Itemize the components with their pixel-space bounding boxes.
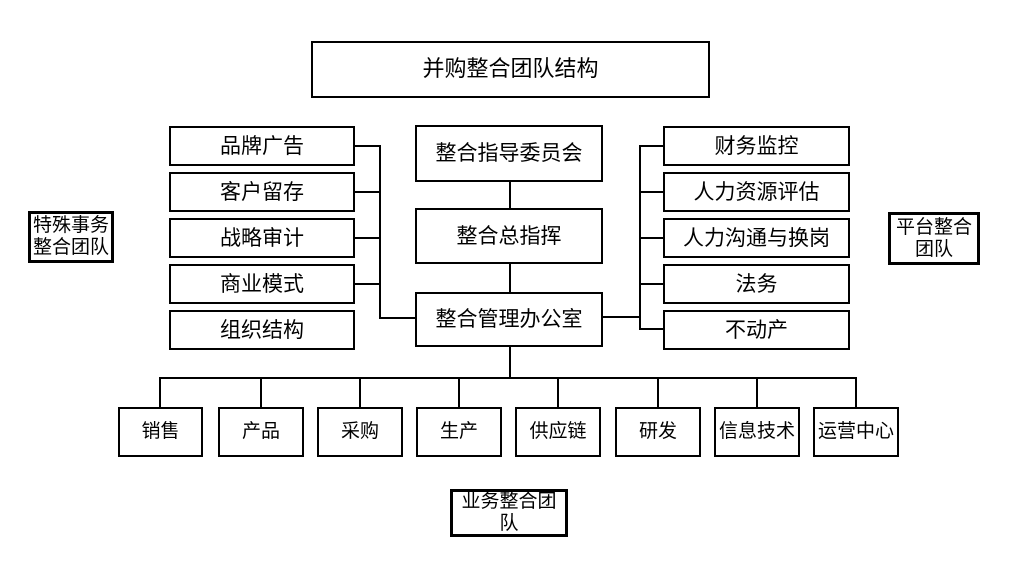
chief-commander-label: 整合总指挥 [456,223,562,248]
connector-stub-finance-monitoring [641,145,663,147]
platform-team-label: 平台整合 团队 [888,212,980,265]
connector-right-spine [639,145,641,330]
rnd-node: 研发 [615,407,701,457]
chart-title: 并购整合团队结构 [422,56,599,82]
org-structure-label: 组织结构 [220,317,304,342]
customer-retention-label: 客户留存 [220,179,304,204]
brand-ads-label: 品牌广告 [220,133,304,158]
connector-stub-hr-evaluation [641,191,663,193]
connector-commander-office [509,264,511,292]
it-node: 信息技术 [714,407,800,457]
business-team-label: 业务整合团队 [450,489,568,537]
connector-bottom-bus [159,377,857,379]
connector-stub-strategy-audit [355,237,380,239]
real-estate-label: 不动产 [725,317,788,342]
business-model-label: 商业模式 [220,271,304,296]
customer-retention-node: 客户留存 [169,172,355,212]
production-node: 生产 [416,407,502,457]
platform-team-line1: 平台整合 [895,215,972,238]
legal-node: 法务 [663,264,850,304]
strategy-audit-label: 战略审计 [220,225,304,250]
procurement-node: 采购 [317,407,403,457]
connector-drop-product [260,379,262,407]
connector-office-bus [509,347,511,378]
operations-center-label: 运营中心 [817,420,894,443]
connector-drop-sales [159,379,161,407]
org-structure-node: 组织结构 [169,310,355,350]
connector-stub-brand-ads [355,145,380,147]
sales-node: 销售 [118,407,203,457]
connector-drop-rnd [657,379,659,407]
integration-office-label: 整合管理办公室 [435,307,583,332]
connector-office-right-spine [603,316,640,318]
connector-stub-legal [641,283,663,285]
business-model-node: 商业模式 [169,264,355,304]
legal-label: 法务 [735,271,778,296]
connector-drop-procurement [359,379,361,407]
connector-stub-hr-communication [641,237,663,239]
supply-chain-node: 供应链 [515,407,601,457]
supply-chain-label: 供应链 [529,420,587,443]
real-estate-node: 不动产 [663,310,850,350]
connector-drop-it [756,379,758,407]
integration-office-node: 整合管理办公室 [415,292,603,347]
sales-label: 销售 [141,420,180,443]
connector-drop-production [458,379,460,407]
hr-communication-label: 人力沟通与换岗 [683,225,830,250]
connector-stub-real-estate [641,328,663,330]
finance-monitoring-label: 财务监控 [714,133,799,158]
it-label: 信息技术 [718,420,795,443]
chart-title-box: 并购整合团队结构 [311,41,710,98]
brand-ads-node: 品牌广告 [169,126,355,166]
hr-communication-node: 人力沟通与换岗 [663,218,850,258]
strategy-audit-node: 战略审计 [169,218,355,258]
steering-committee-node: 整合指导委员会 [415,125,603,182]
connector-stub-customer-retention [355,191,380,193]
hr-evaluation-label: 人力资源评估 [693,179,820,204]
production-label: 生产 [439,420,478,443]
special-affairs-team-line1: 特殊事务 [32,214,109,237]
business-team-text: 业务整合团队 [461,490,557,534]
special-affairs-team-line2: 整合团队 [32,236,109,258]
special-affairs-team-label: 特殊事务 整合团队 [28,211,114,263]
connector-steering-commander [509,182,511,208]
product-label: 产品 [241,420,280,443]
connector-drop-supply-chain [557,379,559,407]
platform-team-line2: 团队 [914,237,953,260]
product-node: 产品 [218,407,304,457]
connector-left-spine [379,145,381,319]
chief-commander-node: 整合总指挥 [415,208,603,264]
procurement-label: 采购 [340,420,379,443]
finance-monitoring-node: 财务监控 [663,126,850,166]
connector-drop-operations [855,379,857,407]
connector-left-spine-office [379,317,417,319]
operations-center-node: 运营中心 [813,407,899,457]
connector-stub-business-model [355,283,380,285]
rnd-label: 研发 [638,420,677,443]
hr-evaluation-node: 人力资源评估 [663,172,850,212]
steering-committee-label: 整合指导委员会 [435,141,583,166]
